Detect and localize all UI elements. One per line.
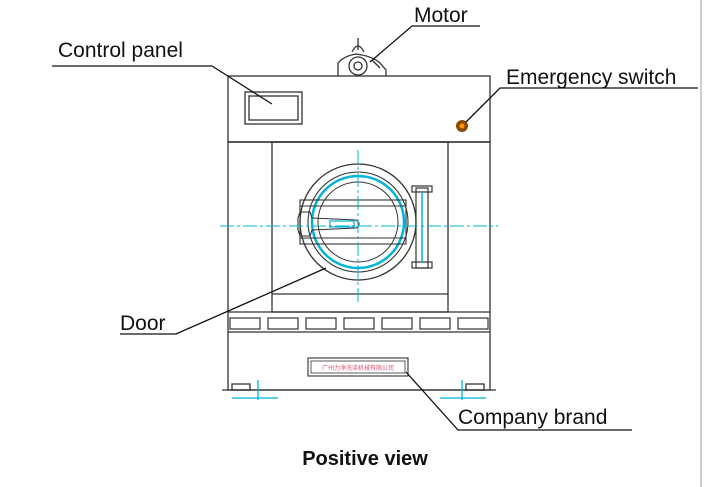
leader-motor (369, 25, 480, 63)
main-body (227, 141, 491, 391)
emergency-switch (456, 120, 468, 132)
door (297, 163, 417, 281)
label-company-brand: Company brand (458, 406, 607, 429)
leader-emergency-switch (465, 87, 698, 123)
label-emergency-switch: Emergency switch (506, 66, 676, 89)
vent-slots (229, 317, 489, 330)
leader-company-brand (405, 371, 632, 431)
leader-control-panel (52, 65, 273, 105)
base (222, 380, 496, 400)
leader-door (120, 267, 327, 335)
brand-plate (307, 357, 409, 377)
leader-lines (52, 25, 698, 431)
centerlines (220, 150, 498, 304)
label-door: Door (120, 312, 166, 335)
brand-plate-text: 广州力净洗涤机械有限公司 (322, 364, 394, 372)
caption: Positive view (302, 448, 428, 470)
door-hinge (411, 185, 433, 269)
top-cabinet (227, 75, 491, 143)
control-panel-display (244, 91, 303, 125)
label-control-panel: Control panel (58, 39, 183, 62)
motor (337, 38, 387, 76)
label-motor: Motor (414, 4, 468, 27)
